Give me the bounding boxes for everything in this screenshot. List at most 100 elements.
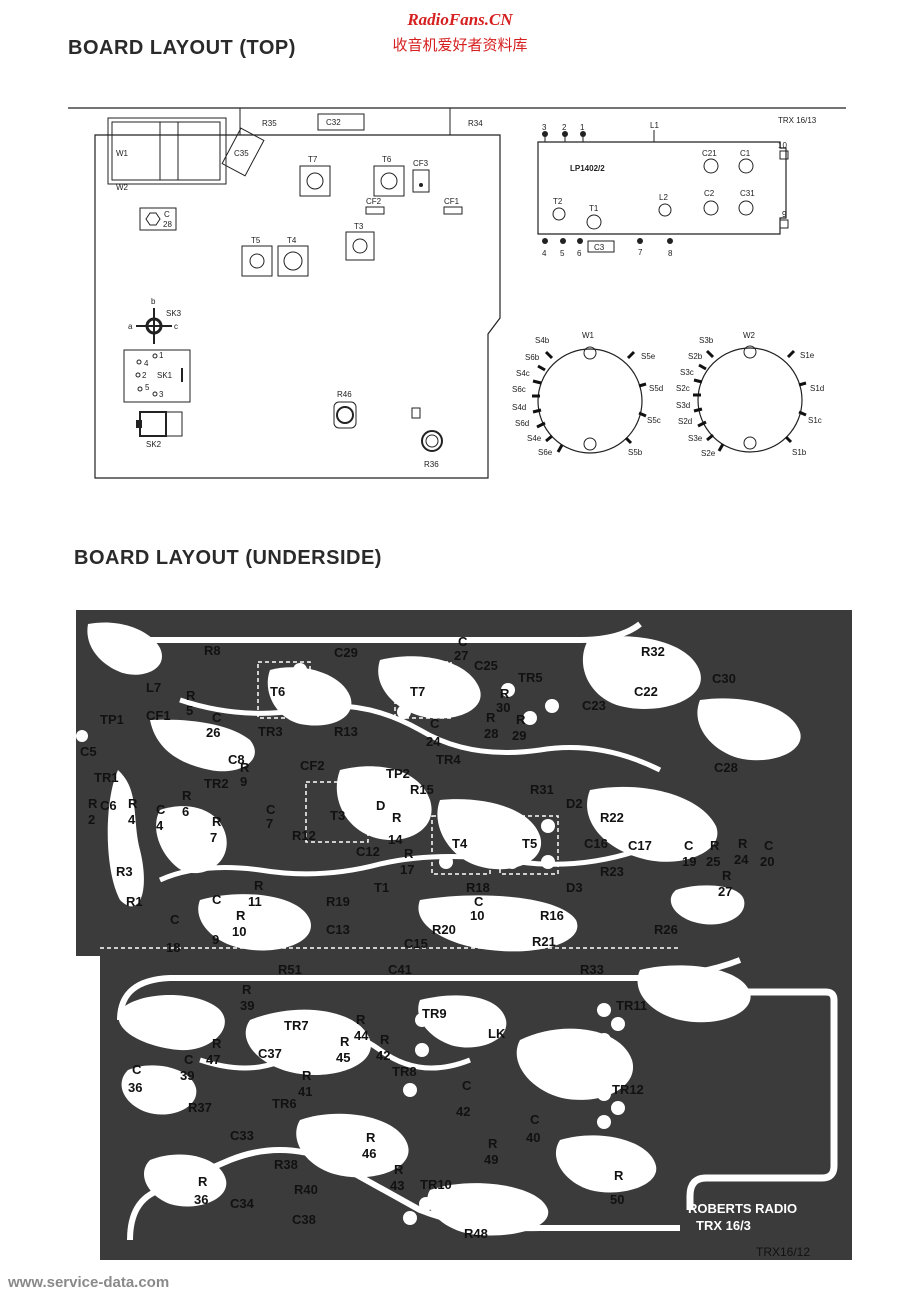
label-cf1: CF1 bbox=[146, 708, 171, 723]
label-c5: C5 bbox=[80, 744, 97, 759]
sk1-pin3 bbox=[152, 391, 158, 397]
brand-text: ROBERTS RADIO bbox=[688, 1201, 797, 1216]
label-t7: T7 bbox=[308, 155, 318, 164]
cf1-filter bbox=[443, 206, 463, 215]
label-r9-a: R bbox=[240, 760, 250, 775]
label-r46-b: 46 bbox=[362, 1146, 376, 1161]
label-pin4: 4 bbox=[542, 249, 547, 258]
label-r34: R34 bbox=[468, 119, 483, 128]
label-switch-w1: W1 bbox=[582, 331, 595, 340]
label-c34: C34 bbox=[230, 1196, 255, 1211]
label-r36-b: 36 bbox=[194, 1192, 208, 1207]
label-sk2: SK2 bbox=[146, 440, 162, 449]
label-c4-b: 4 bbox=[156, 818, 164, 833]
label-c41: C41 bbox=[388, 962, 412, 977]
r46-pot bbox=[333, 401, 357, 429]
label-tr11: TR11 bbox=[616, 998, 647, 1013]
label-c42-b: 42 bbox=[456, 1104, 470, 1119]
label-cf2: CF2 bbox=[300, 758, 325, 773]
label-tr9: TR9 bbox=[422, 1006, 447, 1021]
label-r50-a: R bbox=[614, 1168, 624, 1183]
label-r22: R22 bbox=[600, 810, 624, 825]
label-c8: C8 bbox=[228, 752, 245, 767]
label-s5e: S5e bbox=[641, 352, 656, 361]
t5-coil bbox=[241, 245, 273, 277]
label-c16: C16 bbox=[584, 836, 608, 851]
label-tr2: TR2 bbox=[204, 776, 229, 791]
label-sk3: SK3 bbox=[166, 309, 182, 318]
label-c40-a: C bbox=[530, 1112, 540, 1127]
t7-coil bbox=[299, 165, 331, 197]
label-cf1: CF1 bbox=[444, 197, 460, 206]
label-r37: R37 bbox=[188, 1100, 212, 1115]
label-w1: W1 bbox=[116, 149, 129, 158]
label-lp1402: LP1402/2 bbox=[570, 164, 605, 173]
sk2-body bbox=[165, 411, 183, 437]
label-d2: D2 bbox=[566, 796, 583, 811]
lp1402-module bbox=[537, 141, 787, 235]
t3-coil bbox=[345, 231, 375, 261]
label-r36-a: R bbox=[198, 1174, 208, 1189]
label-c18-a: C bbox=[170, 912, 180, 927]
label-t4: T4 bbox=[287, 236, 297, 245]
label-r42-b: 42 bbox=[376, 1048, 390, 1063]
label-r41-b: 41 bbox=[298, 1084, 312, 1099]
label-s3c: S3c bbox=[680, 368, 694, 377]
label-sk1-p1: 1 bbox=[159, 351, 164, 360]
label-tr6: TR6 bbox=[272, 1096, 297, 1111]
label-s6b: S6b bbox=[525, 353, 540, 362]
label-r47-b: 47 bbox=[206, 1052, 220, 1067]
pin7 bbox=[637, 238, 643, 244]
label-switch-w2: W2 bbox=[743, 331, 756, 340]
label-pin6: 6 bbox=[577, 249, 582, 258]
label-r46: R46 bbox=[337, 390, 352, 399]
label-c4-a: C bbox=[156, 802, 166, 817]
label-t7: T7 bbox=[410, 684, 425, 699]
label-c21: C21 bbox=[702, 149, 717, 158]
label-tr1: TR1 bbox=[94, 770, 119, 785]
wavechange-switch-w1 bbox=[537, 348, 643, 454]
label-cf3: CF3 bbox=[413, 159, 429, 168]
label-r21: R21 bbox=[532, 934, 556, 949]
label-r6-b: 6 bbox=[182, 804, 189, 819]
top-rail-track bbox=[94, 621, 642, 643]
label-r43-b: 43 bbox=[390, 1178, 404, 1193]
label-s3b: S3b bbox=[699, 336, 714, 345]
footer-url: www.service-data.com bbox=[8, 1274, 170, 1291]
sk1-pin4 bbox=[136, 359, 142, 365]
label-pin9: 9 bbox=[782, 210, 787, 219]
label-r2-a: R bbox=[88, 796, 98, 811]
label-c18-b: 18 bbox=[166, 940, 180, 955]
label-c1: C1 bbox=[740, 149, 751, 158]
label-c17: C17 bbox=[628, 838, 652, 853]
tuning-gang-inner bbox=[111, 121, 221, 181]
label-c23: C23 bbox=[582, 698, 606, 713]
cf3-filter bbox=[412, 169, 430, 193]
model-text: TRX 16/3 bbox=[696, 1218, 751, 1233]
label-r33: R33 bbox=[580, 962, 604, 977]
r46-knob bbox=[336, 406, 354, 424]
label-c24-a: C bbox=[430, 716, 440, 731]
label-r42-a: R bbox=[380, 1032, 390, 1047]
label-r30-a: R bbox=[500, 686, 510, 701]
pin6 bbox=[577, 238, 583, 244]
pin10 bbox=[779, 150, 789, 160]
t4-core bbox=[283, 251, 303, 271]
t2-coil bbox=[552, 207, 566, 221]
w1-locator bbox=[583, 346, 597, 360]
label-t3: T3 bbox=[330, 808, 345, 823]
label-r45-b: 45 bbox=[336, 1050, 350, 1065]
label-r14-b: 14 bbox=[388, 832, 403, 847]
label-r5-a: R bbox=[186, 688, 196, 703]
label-tr12: TR12 bbox=[612, 1082, 644, 1097]
label-c3: C3 bbox=[594, 243, 605, 252]
label-s3e: S3e bbox=[688, 434, 703, 443]
label-l7: L7 bbox=[146, 680, 161, 695]
label-r43-a: R bbox=[394, 1162, 404, 1177]
label-r18: R18 bbox=[466, 880, 490, 895]
label-tp2: TP2 bbox=[386, 766, 410, 781]
c32-component bbox=[317, 113, 365, 131]
sk2-tab bbox=[136, 420, 142, 428]
underside-ref: TRX16/12 bbox=[756, 1245, 810, 1259]
label-r35: R35 bbox=[262, 119, 277, 128]
